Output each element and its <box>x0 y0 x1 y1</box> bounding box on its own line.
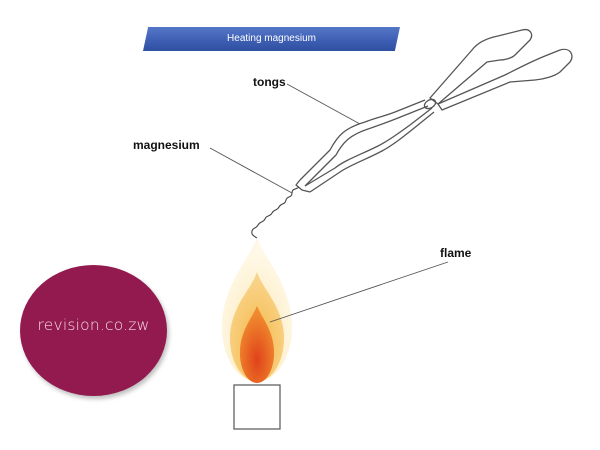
flame-inner <box>239 306 275 383</box>
flame-leader-line <box>269 261 449 323</box>
tongs-lower-handle <box>437 48 573 111</box>
flame <box>221 237 293 383</box>
magnesium-leader-line <box>209 147 293 194</box>
watermark-text: revision.co.zw <box>37 316 150 334</box>
leader-lines <box>209 83 449 323</box>
tongs <box>295 28 573 193</box>
tongs-upper-handle <box>429 28 533 105</box>
tongs-pivot <box>423 98 437 110</box>
tongs-tip <box>295 179 311 193</box>
label-flame: flame <box>440 246 472 260</box>
magnesium-ribbon <box>251 186 300 239</box>
label-magnesium: magnesium <box>133 138 200 152</box>
burner-base <box>233 384 281 430</box>
watermark-circle <box>20 265 167 396</box>
tongs-lower-arm <box>304 107 433 187</box>
label-tongs: tongs <box>253 75 286 89</box>
tongs-upper-arm <box>299 99 426 181</box>
title-banner: Heating magnesium <box>143 27 400 51</box>
tongs-leader-line <box>286 83 361 125</box>
